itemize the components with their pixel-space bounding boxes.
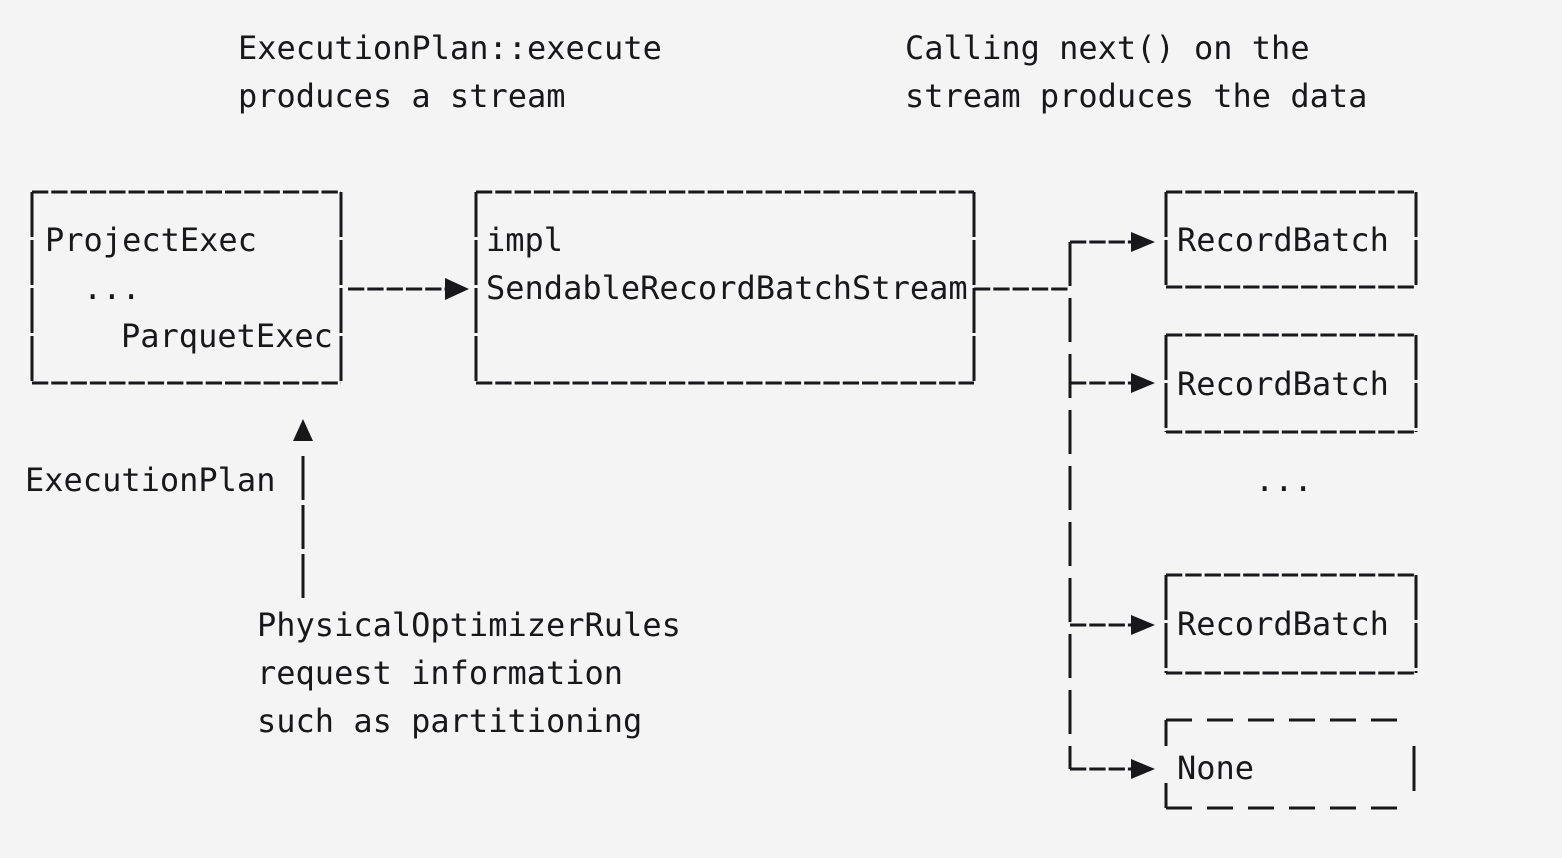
branch-2-arrowhead: [1131, 373, 1155, 393]
record-batch-3-label: RecordBatch: [1177, 605, 1389, 643]
note-optimizer-line-2: request information: [257, 654, 623, 692]
record-batch-2-box: RecordBatch: [1164, 333, 1418, 434]
note-optimizer-line-1: PhysicalOptimizerRules: [257, 606, 681, 644]
note-optimizer-line-3: such as partitioning: [257, 702, 642, 740]
record-batch-1-label: RecordBatch: [1177, 221, 1389, 259]
more-batches-ellipsis: ...: [1255, 461, 1313, 499]
none-box: None: [1164, 718, 1416, 810]
branch-4-arrowhead: [1131, 759, 1155, 779]
note-next-line-2: stream produces the data: [905, 77, 1367, 115]
plan-box-label-ellipsis: ...: [83, 269, 141, 307]
execution-plan-label: ExecutionPlan: [25, 461, 275, 499]
branch-arrow-1: [1070, 232, 1155, 252]
stream-box: impl SendableRecordBatchStream: [474, 190, 976, 385]
note-execute-line-2: produces a stream: [238, 77, 566, 115]
up-arrowhead: [293, 419, 313, 441]
note-next-line-1: Calling next() on the: [905, 29, 1310, 67]
branch-1-arrowhead: [1131, 232, 1155, 252]
plan-box-label-project-exec: ProjectExec: [45, 221, 257, 259]
none-box-label: None: [1177, 749, 1254, 787]
note-execute-produces-stream: ExecutionPlan::execute produces a stream: [238, 29, 662, 115]
branch-arrow-2: [1070, 373, 1155, 393]
record-batch-1-box: RecordBatch: [1164, 190, 1418, 289]
record-batch-2-label: RecordBatch: [1177, 365, 1389, 403]
record-batch-3-box: RecordBatch: [1164, 573, 1418, 675]
arrow-plan-to-stream: [348, 278, 469, 300]
branch-arrow-3: [1070, 615, 1155, 635]
note-calling-next: Calling next() on the stream produces th…: [905, 29, 1367, 115]
branch-arrow-4: [1070, 759, 1155, 779]
stream-box-label-stream: SendableRecordBatchStream: [486, 269, 968, 307]
arrow-optimizer-to-plan: [293, 419, 313, 600]
plan-box: ProjectExec ... ParquetExec: [30, 190, 343, 385]
note-physical-optimizer: PhysicalOptimizerRules request informati…: [257, 606, 681, 740]
note-execute-line-1: ExecutionPlan::execute: [238, 29, 662, 67]
plan-box-label-parquet-exec: ParquetExec: [121, 317, 333, 355]
stream-box-label-impl: impl: [486, 221, 563, 259]
branch-3-arrowhead: [1131, 615, 1155, 635]
arrow-plan-to-stream-head: [445, 278, 469, 300]
